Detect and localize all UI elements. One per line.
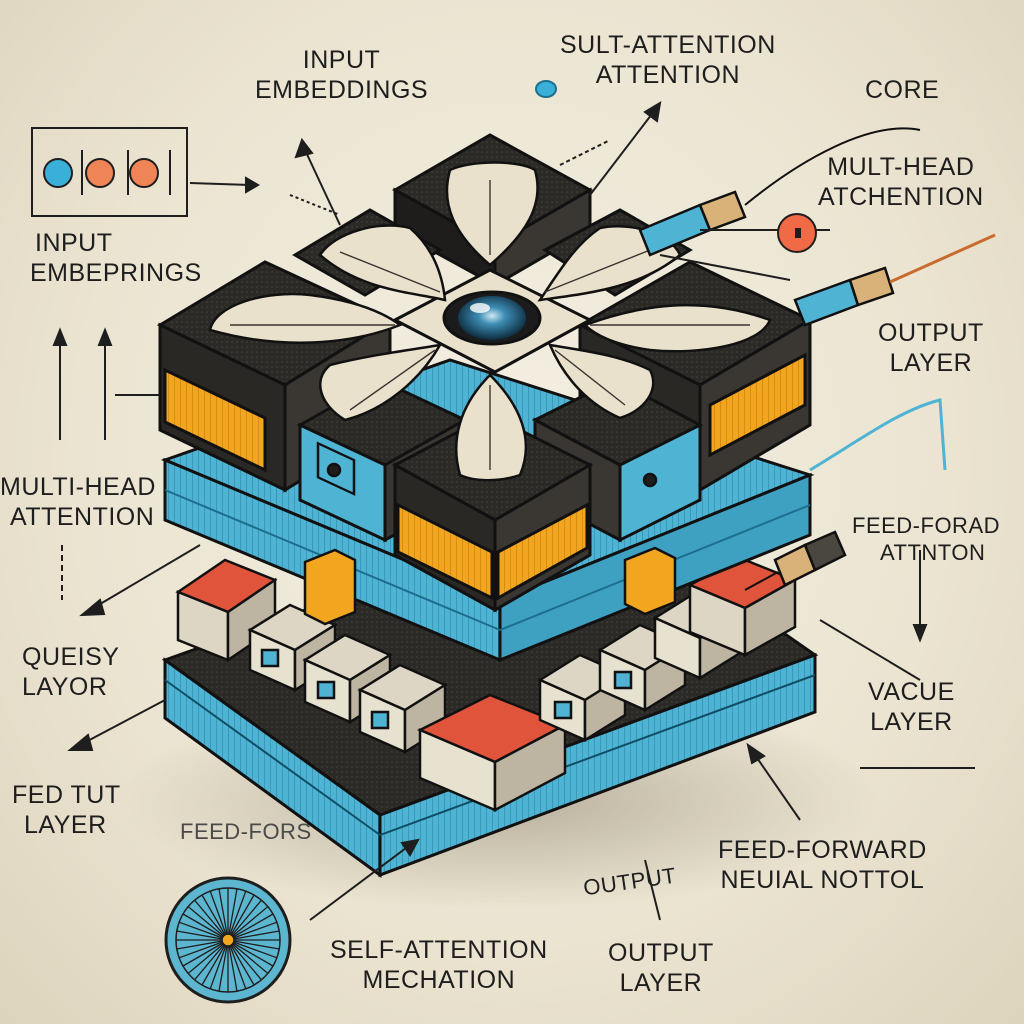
wheel-spoke [227,906,269,941]
wheel-spoke [209,890,229,941]
label-input-embeprings: INPUT EMBEPRINGS [30,229,202,287]
wheel-spoke [227,939,262,981]
wheel-spoke [194,939,229,981]
label-sult-attention: SULT-ATTENTION ATTENTION [560,31,776,89]
label-input-embeddings-top: INPUT EMBEDDINGS [255,46,429,104]
label-output-layer-right: OUTPUT LAYER [878,319,984,377]
wheel-spoke [227,939,280,950]
wheel-spoke [227,894,255,941]
label-multi-head-attention: MULTI-HEAD ATTENTION [0,473,156,531]
wheel-spoke [227,939,247,990]
petal-shapes [208,161,772,482]
wheel-spoke [201,894,229,941]
wheel-spoke [187,939,229,974]
wheel-spoke [227,888,238,941]
label-feed-forad: FEED-FORAD ATTNTON [852,513,1000,565]
small-blocks [175,556,798,813]
wheel-spoke [176,930,229,941]
wheel-spoke [194,899,229,941]
wheel-spoke [178,939,229,959]
wheel-spoke [218,888,229,941]
wheel-spoke [227,939,255,986]
wheel-spoke [227,890,247,941]
wheel-spoke [209,939,229,990]
embedding-vector-icon [31,127,188,217]
label-feed-fors: FEED-FORS [180,819,312,844]
label-queisy-layer: QUEISY LAYOR [22,643,120,701]
label-fed-tut-layer: FED TUT LAYER [12,781,121,839]
wheel-spoke [227,939,269,974]
wheel-spoke [227,939,278,959]
wheel-spoke [187,906,229,941]
wheel-spoke [227,921,278,941]
cables [638,127,996,591]
label-core: CORE [865,76,940,104]
wheel-spoke [201,939,229,986]
wheel-spoke [182,939,229,967]
label-output-layer-bottom: OUTPUT LAYER [608,939,714,997]
attention-wheel-icon [164,876,292,1004]
wheel-spoke [182,913,229,941]
wheel-spoke [178,921,229,941]
label-feed-forward-neural: FEED-FORWARD NEUIAL NOTTOL [718,836,927,894]
wheel-spoke [227,930,280,941]
label-vacue-layer: VACUE LAYER [868,678,955,736]
wheel-spoke [227,899,262,941]
petal-veins [230,180,750,470]
wheel-spoke [176,939,229,950]
wheel-spoke [218,939,229,992]
annotation-arrows [52,101,975,921]
label-mult-head: MULT-HEAD ATCHENTION [818,153,984,211]
wheel-spoke [227,939,238,992]
central-eye-icon [442,290,542,346]
blue-dot-icon [535,80,557,98]
label-self-attention: SELF-ATTENTION MECHATION [330,936,548,994]
wheel-spoke [227,939,274,967]
wheel-spoke [227,913,274,941]
